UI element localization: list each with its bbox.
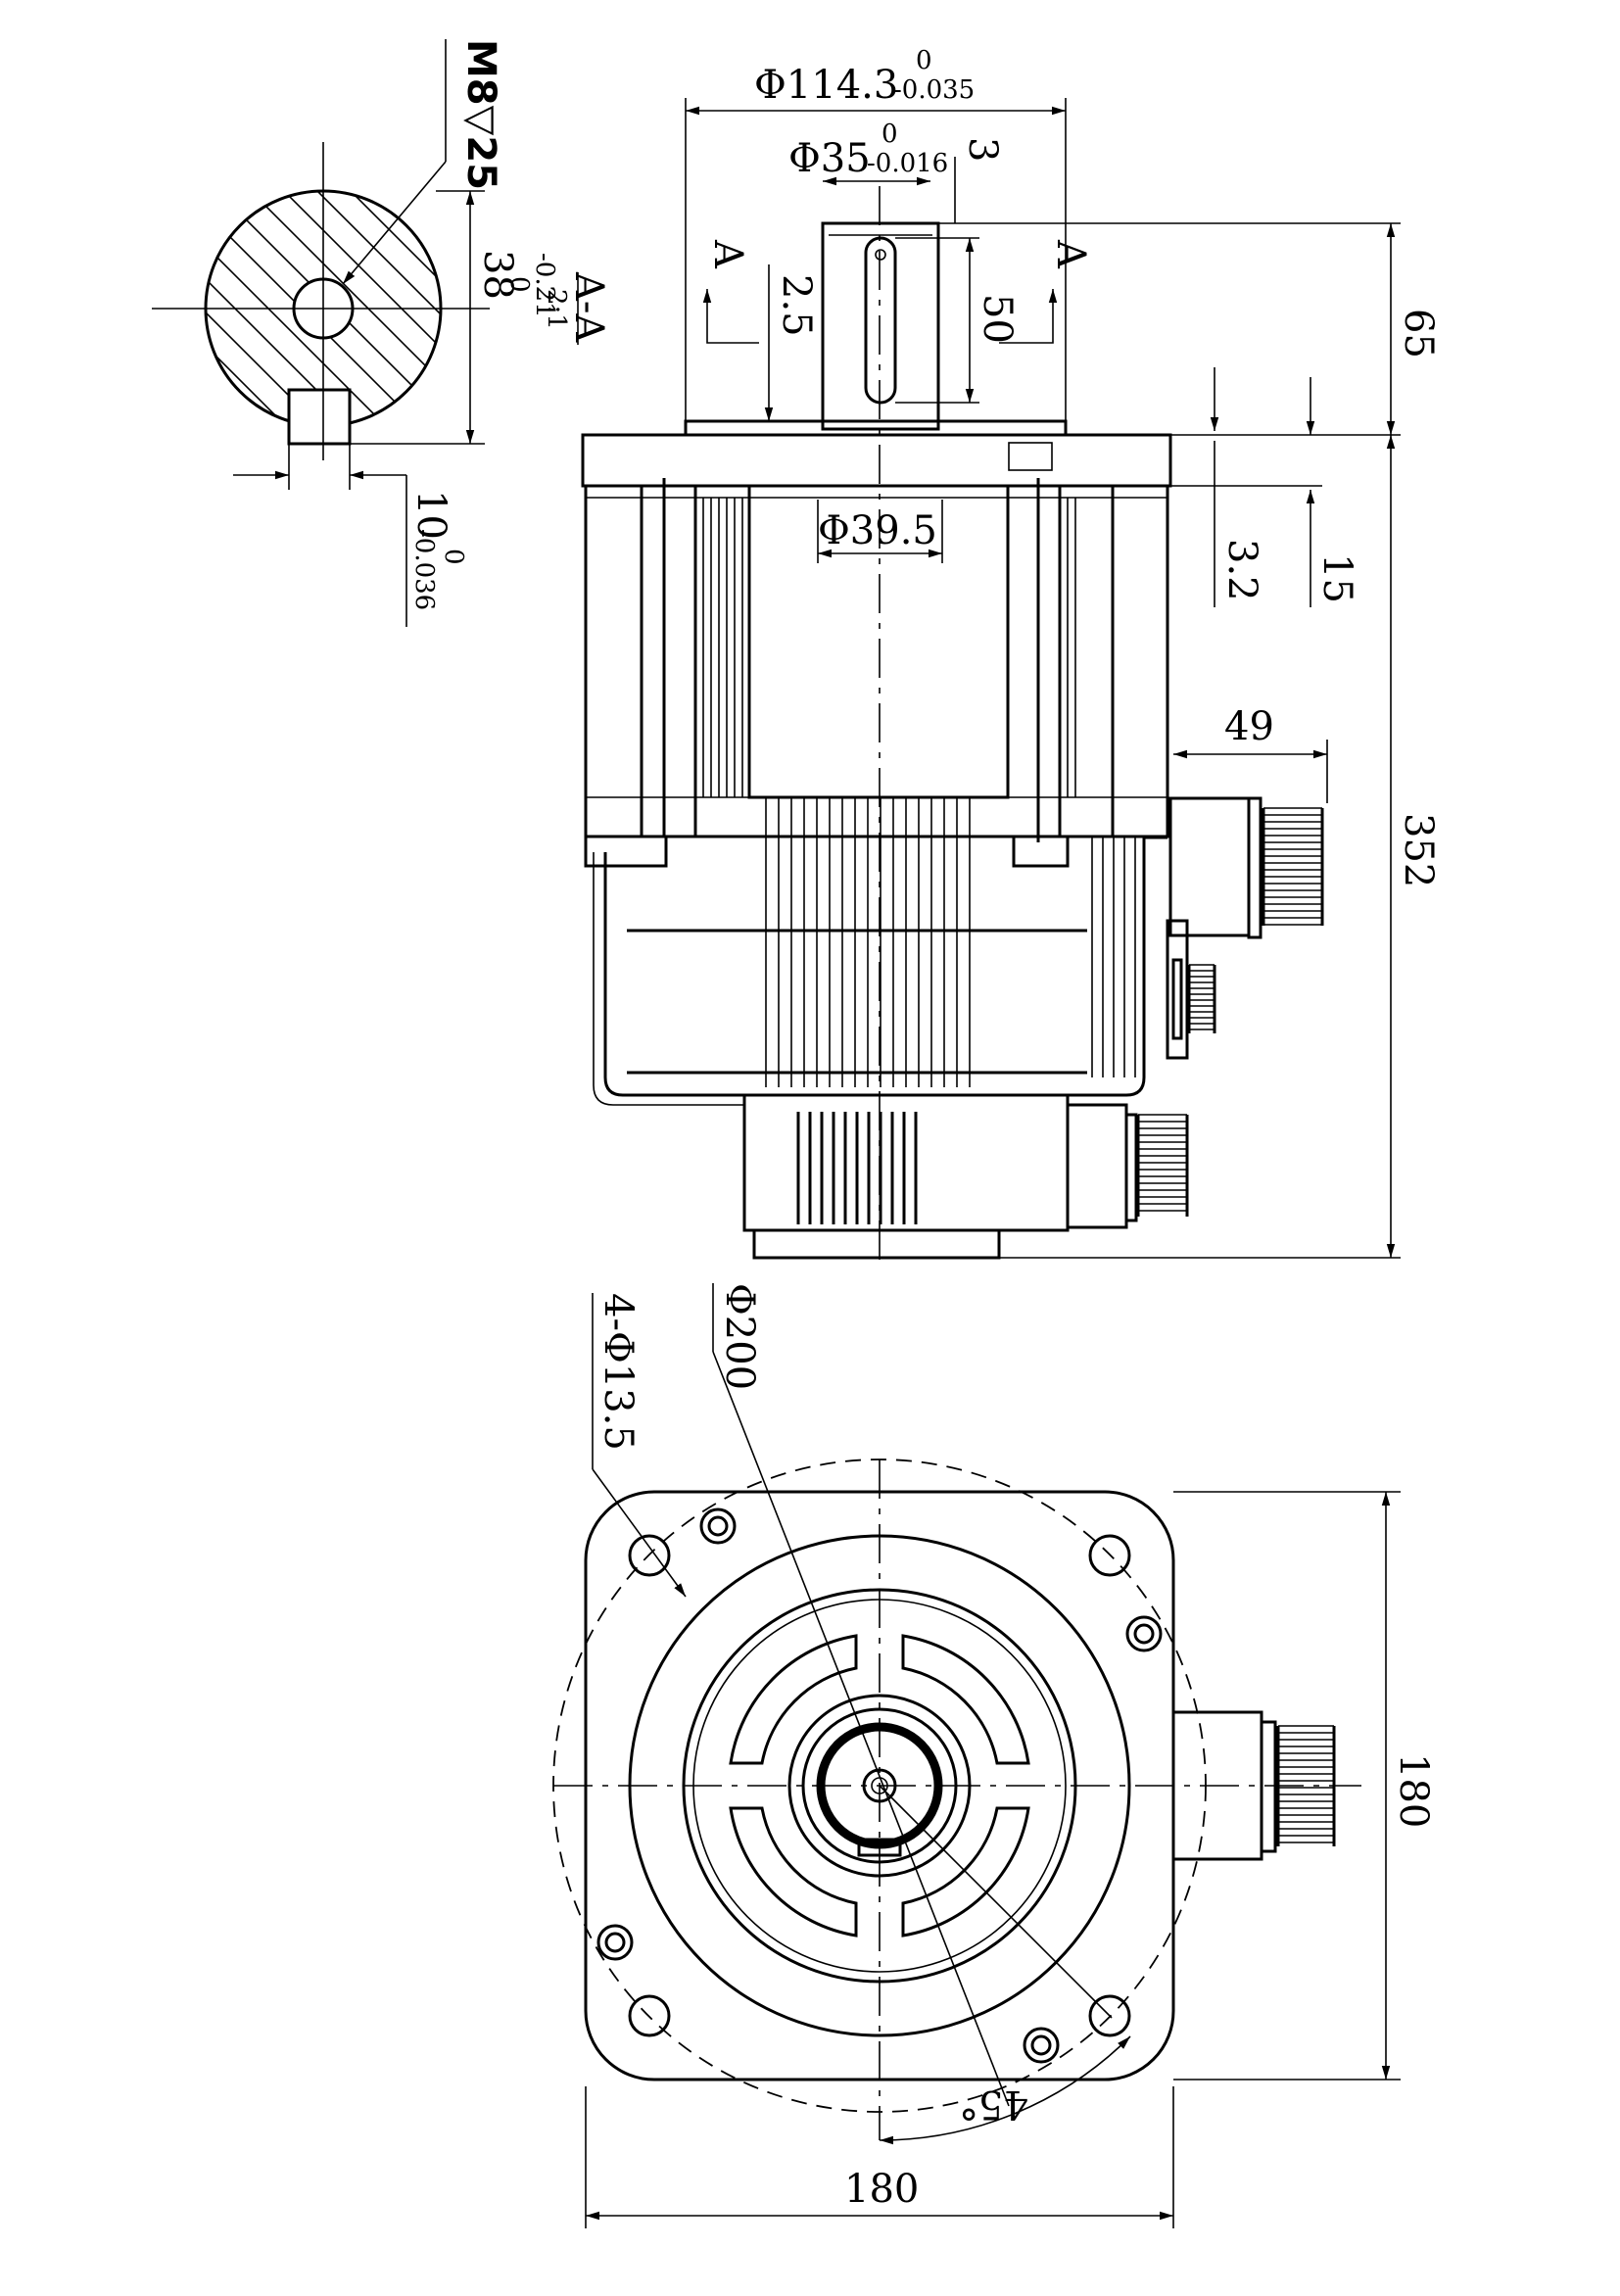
key-width-label: 10 xyxy=(408,490,453,540)
key-height-tol-lower: -0.21 xyxy=(530,253,559,318)
mount-hole-tl xyxy=(628,1534,671,1577)
arc-slot-bl xyxy=(729,1806,858,1937)
screw-inner xyxy=(1133,1623,1155,1645)
key-end-mark xyxy=(875,249,886,261)
key-length-label: 50 xyxy=(975,294,1020,344)
section-view: M8▽25 38 0 -0.21 A-A 2:1 10 0 -0.036 xyxy=(152,39,611,627)
encoder-base xyxy=(752,1228,1001,1260)
angle-arc xyxy=(879,2035,1131,2145)
bracket xyxy=(1166,919,1189,1060)
total-length-label: 352 xyxy=(1396,813,1441,887)
rear-housing xyxy=(603,836,1167,1097)
mount-hole-br xyxy=(1088,1994,1131,2037)
power-connector-body xyxy=(1168,796,1251,937)
screw xyxy=(1125,1615,1163,1652)
holes-label: 4-Φ13.5 xyxy=(596,1293,641,1451)
pilot-dia-tol-upper: 0 xyxy=(916,46,932,75)
front-connector-ring xyxy=(1260,1720,1277,1853)
section-mark-left-arrow xyxy=(702,289,759,344)
angle-ray xyxy=(879,1785,1113,2019)
mount-hole-bl xyxy=(628,1994,671,2037)
shaft xyxy=(821,221,940,431)
arc-slot-tr xyxy=(901,1634,1030,1765)
height-label: 180 xyxy=(1391,1753,1436,1828)
screw xyxy=(1023,2027,1060,2064)
side-view: Φ114.3 0 -0.035 Φ35 0 -0.016 3 50 2.5 A … xyxy=(581,46,1441,1264)
connector-offset-label: 49 xyxy=(1224,704,1274,749)
thread-leader xyxy=(342,161,447,285)
width-label: 180 xyxy=(844,2167,919,2212)
body-foot-right xyxy=(1012,835,1070,868)
shaft-dia-label: Φ35 xyxy=(788,136,871,181)
shaft-dia-tol-upper: 0 xyxy=(881,120,898,149)
pcd-dim-line xyxy=(712,1351,1010,2107)
body-foot-left xyxy=(584,835,668,868)
key-height-tol-upper: 0 xyxy=(504,276,534,293)
key-height-label: 38 xyxy=(475,250,520,300)
arc-slot-tl xyxy=(729,1634,858,1765)
rear-fins xyxy=(765,797,1136,1087)
body-fins xyxy=(702,498,1076,797)
power-connector-ring xyxy=(1247,796,1263,939)
pilot-dia-label: Φ114.3 xyxy=(754,63,898,108)
mount-hole-tr xyxy=(1088,1534,1131,1577)
section-mark-right: A xyxy=(1048,239,1093,269)
boss-dia-label: Φ39.5 xyxy=(818,508,937,553)
pilot-dia-tol-lower: -0.035 xyxy=(893,75,975,105)
encoder-connector-ring xyxy=(1124,1113,1138,1222)
key-offset-label: 2.5 xyxy=(774,274,819,337)
screw-inner xyxy=(604,1932,626,1953)
key-width-tol-lower: -0.036 xyxy=(409,529,439,610)
power-connector-thread xyxy=(1262,807,1324,926)
pcd-label: Φ200 xyxy=(717,1283,762,1390)
encoder-block xyxy=(742,1093,1070,1232)
small-connector xyxy=(1171,958,1183,1040)
arc-slot-br xyxy=(901,1806,1030,1937)
screw-inner xyxy=(1030,2034,1052,2056)
screw xyxy=(699,1507,737,1545)
angle-label: 45° xyxy=(959,2081,1028,2127)
hatch-line xyxy=(206,191,316,426)
shaft-length-label: 65 xyxy=(1396,309,1441,359)
thread-label: M8▽25 xyxy=(458,39,503,190)
flange-tab xyxy=(1008,442,1053,471)
hatch-line xyxy=(320,191,441,426)
flange-thick-label: 15 xyxy=(1314,553,1359,603)
flange-step-label: 3.2 xyxy=(1219,539,1264,601)
encoder-fins xyxy=(796,1112,918,1224)
encoder-connector-body xyxy=(1066,1103,1128,1229)
section-mark-left: A xyxy=(705,239,750,269)
shaft-dia-tol-lower: -0.016 xyxy=(867,149,948,178)
shaft-end-label: 3 xyxy=(960,137,1005,162)
cable xyxy=(593,852,744,1106)
section-mark-right-arrow xyxy=(999,289,1058,344)
screw-inner xyxy=(707,1515,729,1537)
front-view: 45° Φ200 4-Φ13.5 180 180 xyxy=(552,1283,1436,2228)
holes-leader xyxy=(592,1468,687,1598)
section-scale: 2:1 xyxy=(542,289,571,330)
small-connector-thread xyxy=(1187,964,1216,1033)
shaft-key xyxy=(864,236,897,405)
keyway xyxy=(287,388,352,446)
encoder-connector-thread xyxy=(1136,1114,1189,1217)
section-title: A-A xyxy=(566,271,611,343)
key-width-tol-upper: 0 xyxy=(439,549,468,565)
screw xyxy=(596,1924,634,1961)
flange xyxy=(581,433,1172,488)
